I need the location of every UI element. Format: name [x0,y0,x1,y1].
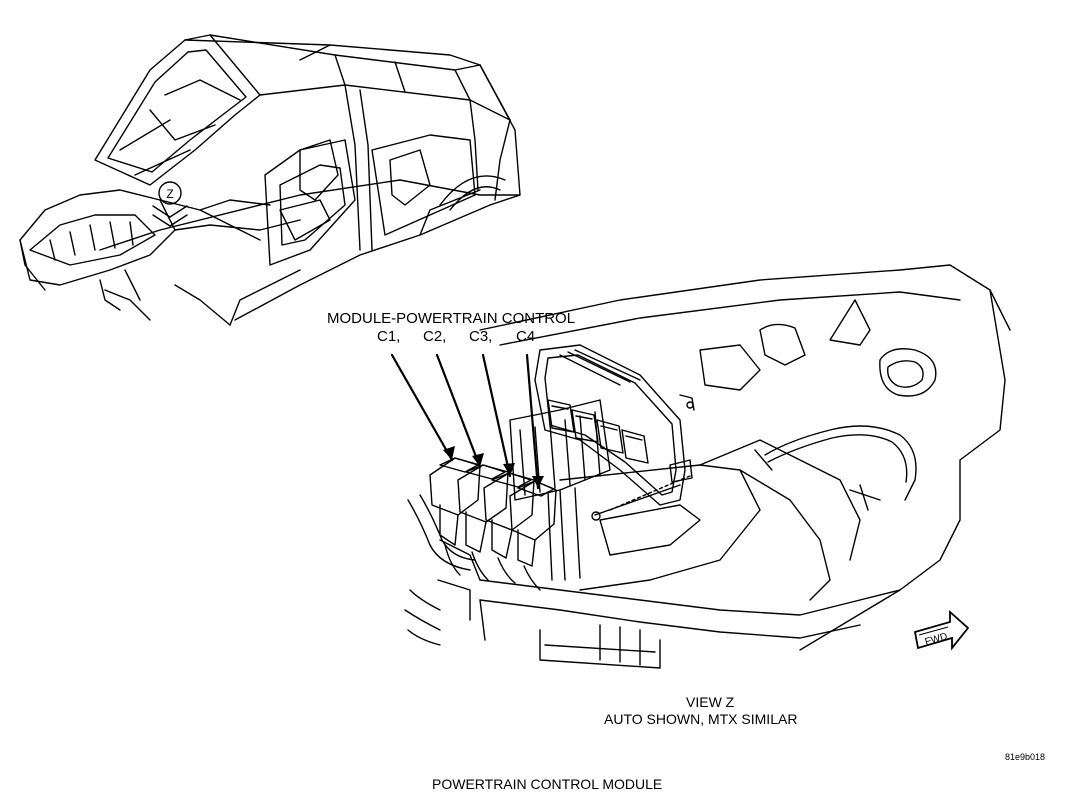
leader-arrows [390,353,540,490]
pcm-socket-2 [571,409,599,443]
arrow-heads [443,446,544,488]
view-z-marker-circle [158,181,182,205]
engine-compartment [404,264,1011,669]
connector-c1 [429,457,481,516]
forward-arrow-icon: FWD [913,609,970,651]
vehicle-body-frame [19,34,521,326]
view-label: VIEW Z [686,694,735,710]
connector-label-c1: C1, [377,328,401,345]
leader-c3 [481,353,512,478]
connector-label-c4: C4 [516,328,536,345]
leader-c1 [390,353,454,462]
view-z-marker-letter: Z [166,187,173,201]
connector-label-c3: C3, [469,328,493,345]
pcm-socket-4 [621,429,649,464]
pcm-socket-1 [547,399,575,433]
mounting-bolt [594,484,681,516]
connector-label-c2: C2, [423,328,447,345]
leader-c4 [525,353,540,490]
reference-code: 81e9b018 [1005,752,1046,762]
leader-c2 [435,353,482,469]
view-note: AUTO SHOWN, MTX SIMILAR [604,711,798,727]
callout-title: MODULE-POWERTRAIN CONTROL [327,310,576,327]
pcm-socket-3 [596,419,624,454]
figure-caption: POWERTRAIN CONTROL MODULE [432,776,663,792]
powertrain-control-module [534,344,695,506]
